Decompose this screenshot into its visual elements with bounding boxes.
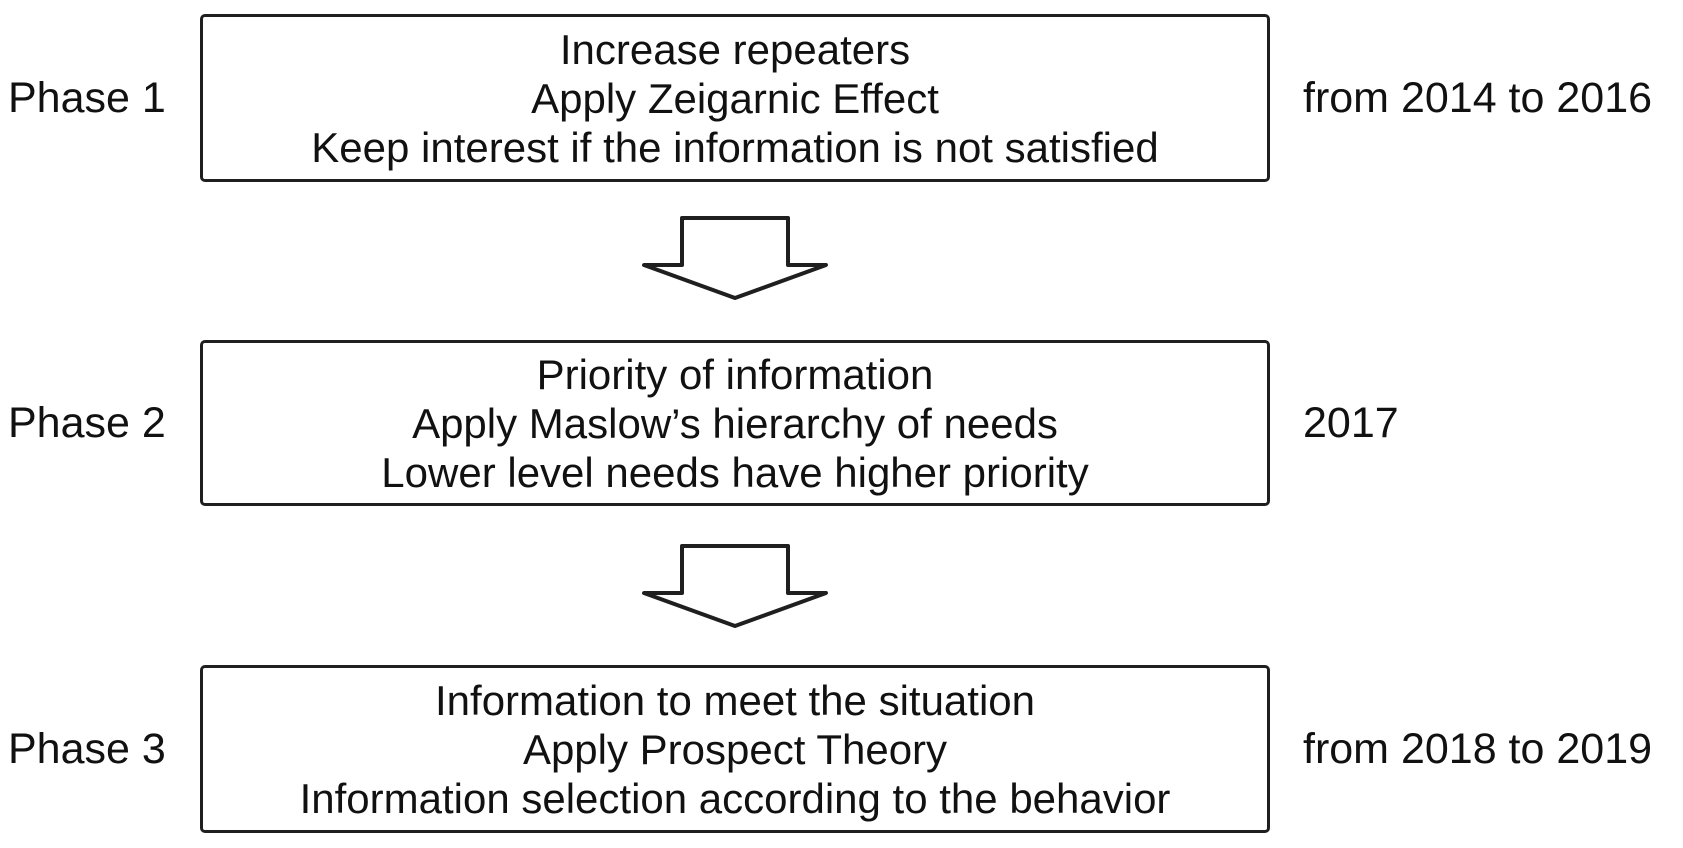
phase-period-label-3: from 2018 to 2019: [1303, 724, 1653, 773]
phase-box-line: Apply Prospect Theory: [522, 725, 948, 773]
phase-box-line: Increase repeaters: [559, 25, 911, 73]
phase-label-2: Phase 2: [8, 398, 166, 447]
phase-box-line: Lower level needs have higher priority: [381, 448, 1089, 496]
phase-box-line: Keep interest if the information is not …: [311, 123, 1159, 171]
phase-row-2: Phase 2 Priority of information Apply Ma…: [0, 340, 1683, 506]
phase-period-label-1: from 2014 to 2016: [1303, 73, 1653, 122]
phase-box-line: Information to meet the situation: [435, 676, 1035, 724]
phase-label-1: Phase 1: [8, 73, 166, 122]
phase-box-line: Apply Zeigarnic Effect: [531, 74, 939, 122]
phase-box-line: Information selection according to the b…: [299, 774, 1171, 822]
phase-box-3: Information to meet the situation Apply …: [200, 665, 1270, 833]
phase-box-line: Priority of information: [536, 350, 934, 398]
down-arrow-icon: [642, 216, 828, 300]
phase-box-line: Apply Maslow’s hierarchy of needs: [412, 399, 1058, 447]
phase-row-1: Phase 1 Increase repeaters Apply Zeigarn…: [0, 14, 1683, 182]
phase-box-1: Increase repeaters Apply Zeigarnic Effec…: [200, 14, 1270, 182]
phase-row-3: Phase 3 Information to meet the situatio…: [0, 665, 1683, 833]
phase-label-3: Phase 3: [8, 724, 166, 773]
phase-period-label-2: 2017: [1303, 398, 1399, 447]
down-arrow-icon: [642, 544, 828, 628]
phase-box-2: Priority of information Apply Maslow’s h…: [200, 340, 1270, 506]
